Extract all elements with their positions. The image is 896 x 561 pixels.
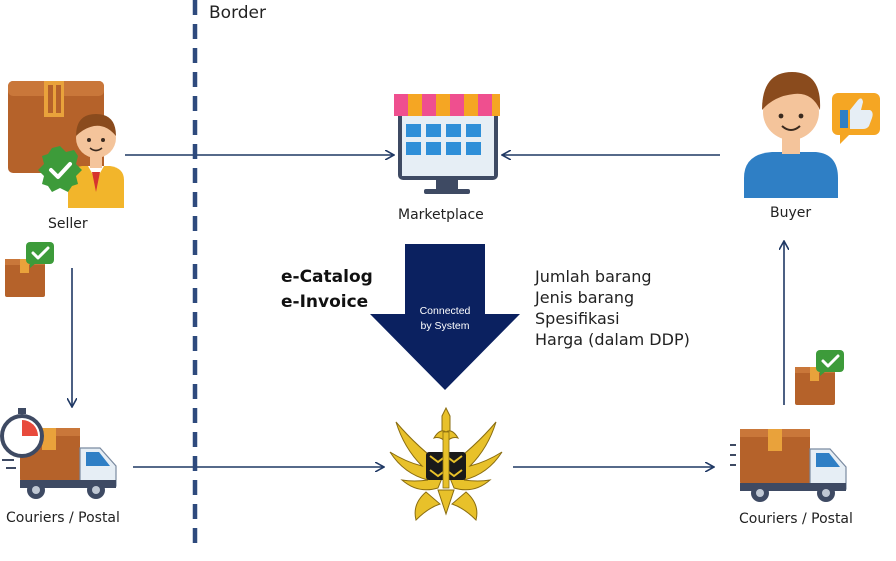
info-list: Jumlah barang Jenis barang Spesifikasi H… (535, 266, 690, 350)
delivery-truck-icon (0, 408, 117, 499)
couriers-left-label: Couriers / Postal (6, 510, 120, 526)
package-check-icon (795, 350, 844, 405)
couriers-right-label: Couriers / Postal (739, 511, 853, 527)
connector-line1: Connected (419, 305, 471, 317)
buyer-label: Buyer (770, 205, 812, 221)
connector-line2: by System (420, 320, 470, 332)
seller-label: Seller (48, 216, 88, 232)
online-store-icon (394, 94, 500, 194)
package-check-icon (5, 242, 54, 297)
e-invoice-label: e-Invoice (281, 292, 369, 312)
info-item: Jenis barang (535, 288, 635, 307)
info-item: Harga (dalam DDP) (535, 330, 690, 349)
border-label: Border (209, 3, 266, 23)
info-item: Spesifikasi (535, 309, 620, 328)
marketplace-label: Marketplace (398, 207, 484, 223)
connected-by-system-arrow (370, 244, 520, 390)
seller-node (6, 80, 130, 212)
buyer-thumbs-up-icon (744, 72, 880, 198)
delivery-truck-icon (730, 429, 847, 502)
customs-emblem-icon (389, 406, 503, 521)
info-item: Jumlah barang (535, 267, 652, 286)
e-catalog-label: e-Catalog (281, 267, 373, 287)
seller-with-package-icon (8, 81, 124, 208)
